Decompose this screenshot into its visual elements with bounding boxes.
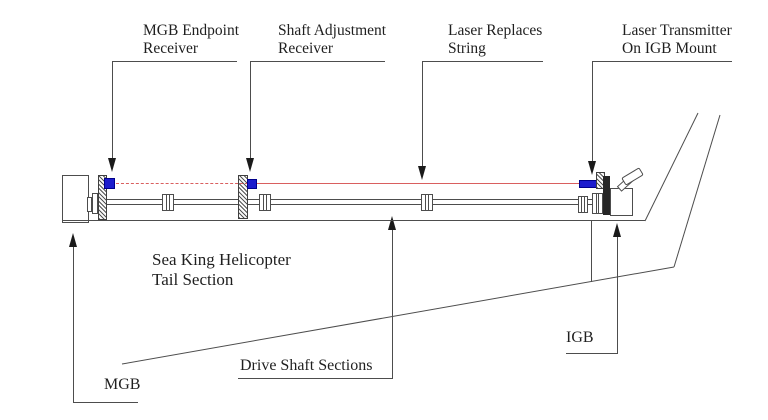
igb-mount-plate [603, 176, 610, 215]
laser-transmitter-arrow [588, 161, 596, 175]
leader-drive-shaft-v [392, 230, 393, 378]
callout-text: String [448, 40, 486, 57]
leader-igb-h [566, 353, 618, 354]
leader-igb-v [617, 237, 618, 353]
mgb-endpoint-receiver-unit [104, 178, 115, 189]
caption-text: Sea King Helicopter [152, 250, 291, 269]
callout-text: Shaft Adjustment [278, 22, 387, 39]
callout-igb: IGB [566, 329, 594, 346]
laser-replaces-arrow [418, 166, 426, 180]
laser-beam-solid [257, 183, 580, 184]
callout-drive-shaft-sections: Drive Shaft Sections [240, 357, 373, 374]
callout-text: Laser Replaces [448, 22, 543, 39]
leader-shaft-adjustment-v [250, 61, 251, 158]
callout-laser-transmitter: Laser Transmitter On IGB Mount [622, 22, 732, 58]
mgb-gearbox [62, 175, 89, 223]
igb-gearbox [610, 188, 633, 216]
leader-laser-transmitter-v [592, 61, 593, 161]
drive-shaft [105, 199, 593, 205]
mgb-output-flange-1 [87, 197, 92, 212]
laser-transmitter-unit [579, 180, 597, 188]
callout-text: Receiver [278, 40, 334, 57]
igb-station-frame-line [591, 221, 592, 282]
shaft-coupling-3 [421, 194, 433, 211]
drive-shaft-arrow [388, 216, 396, 230]
callout-mgb-endpoint-receiver: MGB Endpoint Receiver [143, 22, 239, 58]
igb-input-flange [592, 193, 603, 214]
leader-mgb-endpoint-v [112, 61, 113, 158]
shaft-coupling-4 [578, 196, 588, 213]
shaft-adjustment-receiver-unit [247, 179, 257, 189]
leader-drive-shaft-h [238, 378, 393, 379]
laser-beam-dashed [116, 183, 248, 184]
leader-laser-replaces-v [422, 61, 423, 166]
callout-text: On IGB Mount [622, 40, 717, 57]
callout-text: Receiver [143, 40, 199, 57]
leader-mgb-endpoint-h [112, 61, 237, 62]
leader-laser-replaces-h [422, 61, 543, 62]
shaft-coupling-2 [259, 194, 271, 211]
mgb-arrow [69, 233, 77, 247]
mgb-output-flange-2 [92, 193, 98, 214]
shaft-adjustment-arrow [246, 158, 254, 172]
caption-text: Tail Section [152, 270, 234, 289]
igb-arrow [613, 223, 621, 237]
callout-shaft-adjustment-receiver: Shaft Adjustment Receiver [278, 22, 386, 58]
callout-mgb: MGB [104, 376, 141, 393]
leader-laser-transmitter-h [592, 61, 732, 62]
leader-mgb-h [73, 402, 138, 403]
caption-sea-king-tail-section: Sea King Helicopter Tail Section [152, 250, 291, 290]
callout-text: Laser Transmitter [622, 22, 732, 39]
tail-section-bottom-edge [62, 220, 645, 221]
leader-shaft-adjustment-h [250, 61, 385, 62]
shaft-coupling-1 [162, 194, 174, 211]
mgb-endpoint-arrow [108, 158, 116, 172]
mgb-endpoint-receiver-mount [98, 175, 107, 220]
callout-laser-replaces-string: Laser Replaces String [448, 22, 542, 58]
callout-text: MGB Endpoint [143, 22, 240, 39]
shaft-adjustment-receiver-mount [238, 175, 248, 219]
leader-mgb-v [73, 247, 74, 402]
